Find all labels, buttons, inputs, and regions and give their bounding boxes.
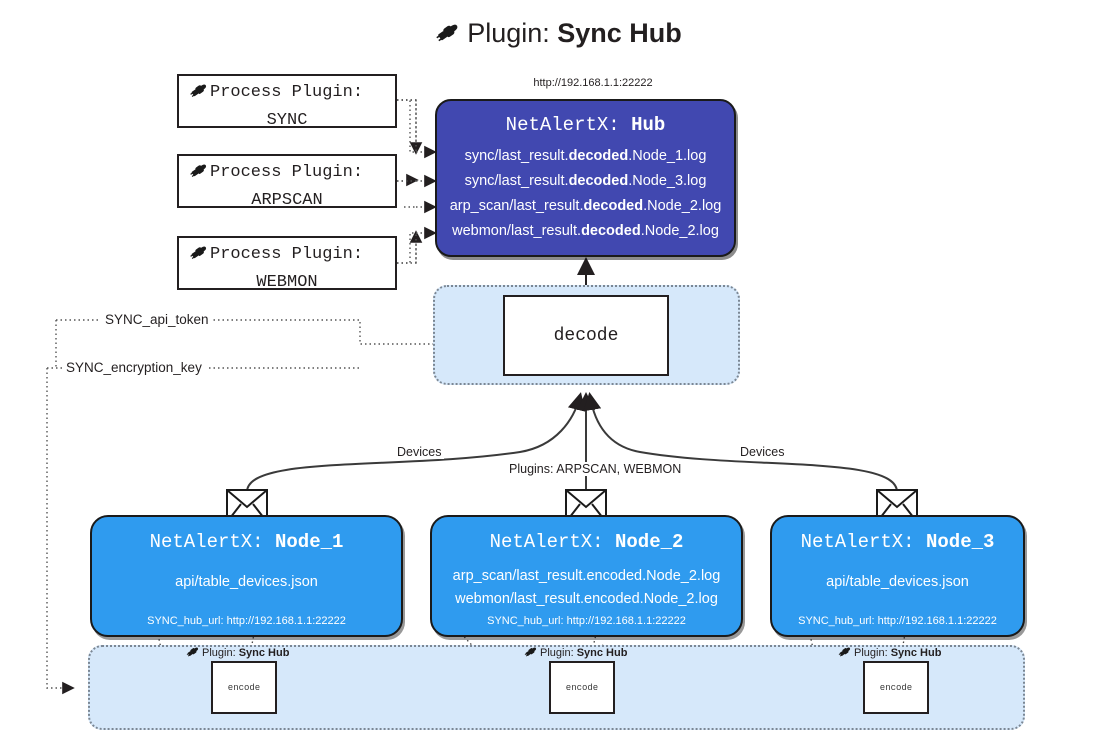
process-plugin-line1: Process Plugin: [179, 243, 395, 271]
encode-box[interactable]: encode [549, 661, 615, 714]
node-log-line: api/table_devices.json [175, 574, 318, 590]
node-title-name: Node_1 [275, 531, 344, 553]
page-title-name: Sync Hub [557, 18, 682, 48]
node-box-node-3[interactable]: NetAlertX: Node_3 api/table_devices.json… [770, 515, 1025, 637]
hub-log-line: webmon/last_result.decoded.Node_2.log [437, 219, 734, 244]
node-title-prefix: NetAlertX: [149, 531, 264, 553]
node-log-line: webmon/last_result.encoded.Node_2.log [455, 591, 718, 608]
edge-label-devices-right: Devices [737, 445, 788, 459]
encode-box[interactable]: encode [211, 661, 277, 714]
process-plugin-title: Process Plugin: [210, 83, 364, 102]
hub-log-post: .Node_2.log [643, 197, 722, 214]
sync-encryption-key-label: SYNC_encryption_key [62, 360, 206, 375]
node-title: NetAlertX: Node_2 [432, 531, 741, 553]
plug-icon [838, 645, 852, 661]
process-plugin-title: Process Plugin: [210, 163, 364, 182]
hub-log-pre: sync/last_result. [464, 172, 569, 189]
hub-log-post: .Node_2.log [640, 222, 719, 239]
plug-icon [524, 645, 538, 661]
hub-title: NetAlertX: Hub [437, 114, 734, 136]
sync-api-token-label: SYNC_api_token [101, 312, 213, 327]
hub-log-post: .Node_1.log [628, 148, 707, 164]
hub-log-line: arp_scan/last_result.decoded.Node_2.log [437, 194, 734, 219]
encoder-caption: Plugin: Sync Hub [524, 645, 627, 661]
process-plugin-name: SYNC [266, 110, 308, 130]
encoder-caption: Plugin: Sync Hub [838, 645, 941, 661]
hub-log-pre: webmon/last_result. [452, 222, 582, 239]
encoder-caption-prefix: Plugin: [854, 647, 888, 659]
process-plugin-name: ARPSCAN [251, 190, 323, 210]
node-footer: SYNC_hub_url: http://192.168.1.1:22222 [487, 615, 686, 627]
process-plugin-title: Process Plugin: [210, 245, 364, 264]
node-footer: SYNC_hub_url: http://192.168.1.1:22222 [147, 615, 346, 627]
hub-log-em: decoded [568, 172, 629, 189]
encoder-caption-name: Sync Hub [576, 647, 628, 659]
hub-log-pre: sync/last_result. [464, 148, 569, 164]
hub-log-line: sync/last_result.decoded.Node_3.log [437, 169, 734, 194]
hub-log-em: decoded [568, 148, 629, 164]
node-box-node-1[interactable]: NetAlertX: Node_1 api/table_devices.json… [90, 515, 403, 637]
hub-log-post: .Node_3.log [628, 172, 707, 189]
encode-box[interactable]: encode [863, 661, 929, 714]
edge-label-devices-left: Devices [394, 445, 445, 459]
encoder-caption-prefix: Plugin: [202, 647, 236, 659]
plug-icon [186, 645, 200, 661]
encoder-caption-name: Sync Hub [890, 647, 942, 659]
node-title-prefix: NetAlertX: [489, 531, 604, 553]
plug-icon [189, 81, 209, 109]
plug-icon [189, 243, 209, 271]
process-plugin-line1: Process Plugin: [179, 161, 395, 189]
process-plugin-box-arpscan[interactable]: Process Plugin: ARPSCAN [177, 154, 397, 210]
encoder-caption-name: Sync Hub [238, 647, 290, 659]
hub-title-name: Hub [631, 114, 666, 136]
node-title: NetAlertX: Node_1 [92, 531, 401, 553]
edge-label-plugins-mid: Plugins: ARPSCAN, WEBMON [506, 462, 685, 476]
hub-log-pre: arp_scan/last_result. [449, 197, 584, 214]
hub-title-prefix: NetAlertX: [505, 114, 620, 136]
node-title: NetAlertX: Node_3 [772, 531, 1023, 553]
encoder-caption: Plugin: Sync Hub [186, 645, 289, 661]
node-box-node-2[interactable]: NetAlertX: Node_2 arp_scan/last_result.e… [430, 515, 743, 637]
decode-box[interactable]: decode [503, 295, 669, 376]
page-title: Plugin: Sync Hub [0, 18, 1117, 51]
hub-node[interactable]: NetAlertX: Hub sync/last_result.decoded.… [435, 99, 736, 257]
process-plugin-line1: Process Plugin: [179, 81, 395, 109]
node-title-prefix: NetAlertX: [800, 531, 915, 553]
process-plugin-name: WEBMON [256, 272, 318, 292]
plug-icon [435, 20, 461, 51]
hub-log-em: decoded [583, 197, 644, 214]
node-log-line: arp_scan/last_result.encoded.Node_2.log [452, 568, 721, 584]
page-title-prefix: Plugin: [467, 18, 550, 48]
node-log-line: api/table_devices.json [826, 574, 969, 590]
node-title-name: Node_3 [926, 531, 995, 553]
encoder-caption-prefix: Plugin: [540, 647, 574, 659]
process-plugin-box-webmon[interactable]: Process Plugin: WEBMON [177, 236, 397, 292]
hub-log-em: decoded [581, 222, 641, 239]
hub-log-line: sync/last_result.decoded.Node_1.log [437, 144, 734, 169]
plug-icon [189, 161, 209, 189]
node-footer: SYNC_hub_url: http://192.168.1.1:22222 [798, 615, 997, 627]
node-title-name: Node_2 [615, 531, 684, 553]
hub-url-label: http://192.168.1.1:22222 [533, 77, 653, 89]
process-plugin-box-sync[interactable]: Process Plugin: SYNC [177, 74, 397, 130]
